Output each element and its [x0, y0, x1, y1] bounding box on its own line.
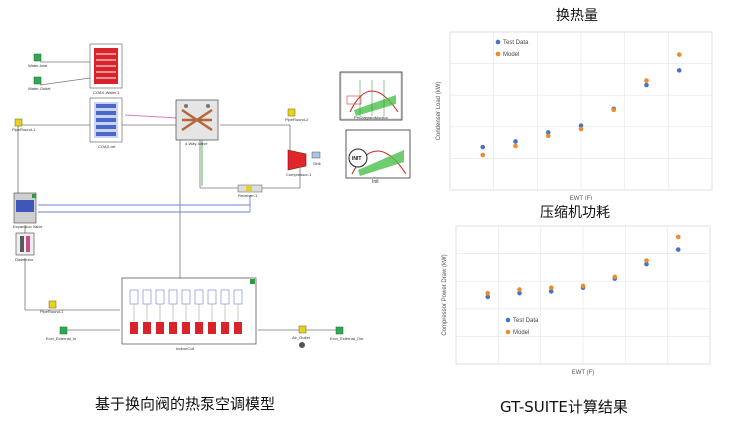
legend-model-label: Model	[503, 52, 519, 58]
model-point	[485, 290, 491, 296]
svg-text:Receiver-1: Receiver-1	[238, 193, 258, 198]
svg-text:4-Way-Valve: 4-Way-Valve	[185, 141, 208, 146]
model-point	[611, 107, 617, 113]
test-data-point	[675, 247, 681, 252]
ph-diagram-monitor[interactable]: PHDiagramMonitor	[339, 71, 403, 121]
svg-text:Envi_External_Out: Envi_External_Out	[330, 336, 364, 341]
svg-text:Init: Init	[372, 179, 379, 185]
pink-line	[124, 114, 179, 119]
test-data-point	[545, 130, 551, 135]
distributor[interactable]: Distributor	[15, 232, 35, 262]
coax-ref-block[interactable]: COAX-ref	[89, 97, 123, 149]
legend-model-marker	[505, 329, 511, 335]
model-point	[676, 52, 682, 57]
water-outlet[interactable]: Water-Outlet	[28, 76, 51, 91]
y-axis-label: Compressor Power Draw (kW)	[442, 254, 448, 335]
right-caption: GT-SUITE计算结果	[500, 398, 628, 416]
connection-lines	[17, 61, 338, 331]
receiver-block[interactable]: Receiver-1	[237, 184, 263, 198]
four-way-valve[interactable]: 4-Way-Valve	[175, 99, 219, 146]
svg-text:Envi_External_In: Envi_External_In	[46, 336, 76, 341]
left-caption: 基于换向阀的热泵空调模型	[95, 395, 276, 413]
test-data-point	[644, 261, 649, 267]
model-point	[545, 133, 551, 139]
test-data-point	[517, 290, 522, 296]
test-data-point	[548, 289, 554, 294]
svg-text:Water-Inlet: Water-Inlet	[28, 63, 48, 68]
model-point	[612, 274, 618, 280]
indoor-coil[interactable]: IndoorCoil	[121, 277, 257, 351]
model-point	[580, 283, 586, 289]
coax-water-block[interactable]: COAX-Water-1	[89, 43, 123, 95]
svg-text:PipeRound-1: PipeRound-1	[40, 309, 64, 314]
legend-model-label: Model	[513, 330, 529, 336]
svg-text:IndoorCoil: IndoorCoil	[176, 346, 194, 351]
svg-text:COAX-Water-1: COAX-Water-1	[93, 90, 121, 95]
compressor-power-chart: EWT (F) Compressor Power Draw (kW) Test Da…	[442, 225, 711, 376]
legend-model-marker	[495, 51, 501, 57]
svg-text:Expansion Valve: Expansion Valve	[13, 224, 43, 229]
svg-text:Sink: Sink	[313, 161, 321, 166]
compressor[interactable]: Compressor-1	[286, 149, 312, 177]
test-data-point	[578, 123, 584, 128]
model-point	[644, 78, 649, 83]
svg-text:Air_Outlet: Air_Outlet	[292, 335, 311, 340]
blue-lines	[38, 195, 251, 213]
pipe-round-1[interactable]: PipeRound-1	[12, 118, 36, 132]
air-outlet[interactable]: Air_Outlet	[292, 325, 311, 348]
test-data-point	[644, 82, 649, 88]
test-data-point	[480, 144, 486, 150]
model-point	[480, 152, 486, 158]
model-canvas[interactable]: Water-Inlet Water-Outlet COAX-Water-1 CO…	[0, 0, 440, 380]
svg-text:PipeRound-1: PipeRound-1	[12, 127, 36, 132]
svg-text:PipeRound-2: PipeRound-2	[285, 117, 309, 122]
sink[interactable]: Sink	[311, 151, 321, 166]
legend-test-marker	[505, 317, 511, 323]
legend-test-label: Test Data	[513, 318, 539, 324]
pipe-round-2[interactable]: PipeRound-2	[285, 108, 309, 122]
svg-text:Distributor: Distributor	[15, 257, 34, 262]
model-point	[644, 258, 649, 263]
expansion-valve[interactable]: Expansion Valve	[13, 192, 43, 229]
pipe-round-3[interactable]: PipeRound-1	[40, 300, 64, 314]
chart1-title: 换热量	[556, 8, 598, 24]
env-external-in[interactable]: Envi_External_In	[46, 326, 76, 341]
test-data-point	[676, 68, 682, 73]
model-point	[517, 287, 522, 292]
svg-text:PHDiagramMonitor: PHDiagramMonitor	[354, 115, 389, 120]
model-point	[675, 234, 681, 240]
svg-text:COAX-ref: COAX-ref	[98, 144, 116, 149]
water-inlet[interactable]: Water-Inlet	[28, 53, 48, 68]
model-point	[513, 143, 518, 149]
legend-test-marker	[495, 39, 501, 45]
svg-text:Water-Outlet: Water-Outlet	[28, 86, 51, 91]
y-axis-label: Condenser Load (kW)	[436, 82, 442, 141]
x-axis-label: EWT (F)	[572, 370, 595, 376]
svg-text:Compressor-1: Compressor-1	[286, 172, 312, 177]
test-data-point	[513, 139, 518, 144]
init-block[interactable]: INIT Init	[345, 129, 411, 185]
model-point	[548, 285, 554, 291]
env-external-out[interactable]: Envi_External_Out	[330, 326, 364, 341]
model-point	[578, 126, 584, 132]
test-data-point	[485, 294, 491, 300]
legend-test-label: Test Data	[503, 40, 529, 46]
svg-text:INIT: INIT	[352, 156, 361, 162]
chart2-title: 压缩机功耗	[540, 205, 610, 221]
x-axis-label: EWT (F)	[570, 196, 593, 200]
